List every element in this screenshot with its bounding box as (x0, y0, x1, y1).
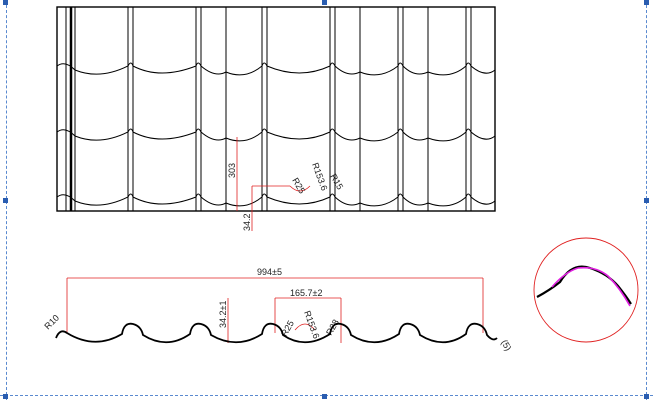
handle-top-left[interactable] (3, 0, 8, 5)
top-view-dimensions (236, 137, 311, 231)
profile-height-label: 34.2±1 (218, 301, 228, 328)
overall-width-label: 994±5 (257, 267, 282, 277)
top-view (56, 6, 496, 212)
section-dimensions (66, 277, 484, 343)
top-step-label: 34.2 (242, 213, 252, 231)
detail-circle (533, 237, 639, 343)
left-radius-label: R10 (42, 313, 61, 332)
top-height-label: 303 (227, 163, 237, 178)
top-view-tile-rows (56, 62, 496, 207)
detail-profile-highlight (551, 266, 631, 307)
radius-label-a: R25 (279, 319, 296, 338)
end-label: (5) (499, 338, 513, 353)
top-radius-label-3: R15 (328, 172, 345, 191)
handle-bottom-left[interactable] (3, 394, 8, 399)
top-radius-label-1: R153.6 (310, 161, 329, 192)
handle-top-middle[interactable] (322, 0, 327, 5)
top-view-outline (56, 6, 496, 212)
detail-view (533, 237, 639, 343)
pitch-label: 165.7±2 (290, 288, 322, 298)
radius-label-b: R153.6 (302, 309, 321, 340)
handle-bottom-right[interactable] (644, 394, 649, 399)
handle-bottom-middle[interactable] (322, 394, 327, 399)
handle-top-right[interactable] (644, 0, 649, 5)
top-radius-label-2: R25 (290, 176, 307, 195)
handle-middle-right[interactable] (644, 198, 649, 203)
handle-middle-left[interactable] (3, 198, 8, 203)
section-profile (55, 322, 498, 344)
top-view-ribs (127, 7, 472, 211)
